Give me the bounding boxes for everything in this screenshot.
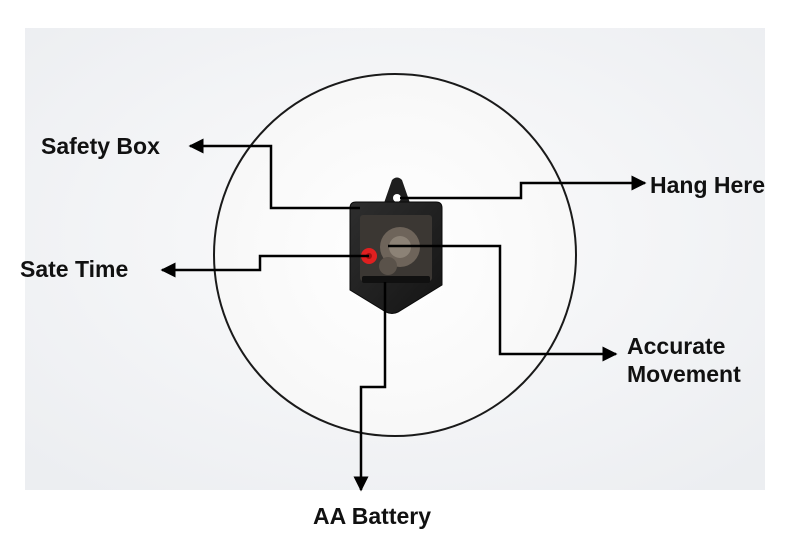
battery-compartment	[362, 276, 430, 283]
hanger-hole	[393, 194, 401, 202]
arrow-aa-battery	[353, 282, 387, 492]
label-safety-box: Safety Box	[41, 133, 160, 159]
gear-wheel-small	[379, 257, 397, 275]
arrow-hang-here	[400, 175, 647, 200]
arrow-accurate-movement	[388, 244, 618, 362]
arrow-set-time	[160, 254, 369, 278]
hanger-hook	[384, 177, 410, 203]
label-accurate-movement-line-1: Accurate	[627, 333, 726, 359]
label-accurate-movement-line-2: Movement	[627, 360, 741, 387]
arrow-safety-box	[188, 138, 360, 210]
label-set-time: Sate Time	[20, 256, 129, 282]
label-accurate-movement: Accurate Movement	[627, 333, 741, 388]
label-hang-here: Hang Here	[650, 172, 766, 198]
clock-movement	[349, 177, 443, 314]
label-aa-battery: AA Battery	[313, 503, 432, 529]
